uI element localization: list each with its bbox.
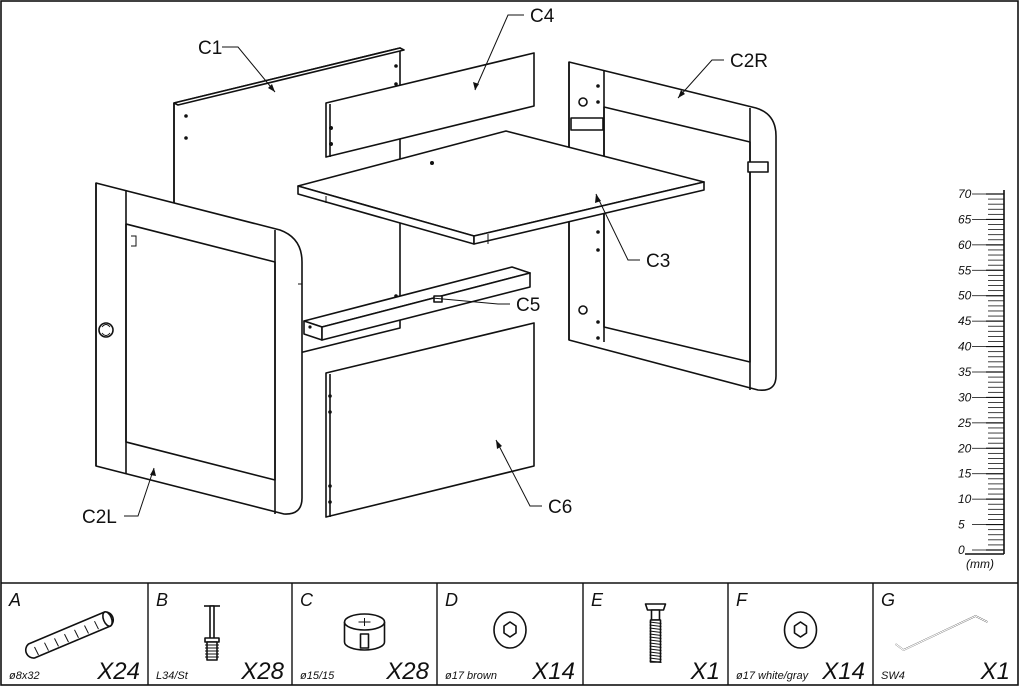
hardware-letter: C: [300, 590, 314, 610]
cover-cap-icon: [493, 611, 527, 649]
hardware-spec: ø17 brown: [445, 670, 497, 682]
ruler-tick-label: 5: [958, 518, 965, 532]
hardware-letter: D: [445, 590, 458, 610]
hardware-quantity: X14: [531, 658, 575, 685]
ruler-tick-label: 60: [958, 238, 972, 252]
ruler-unit: (mm): [966, 557, 994, 571]
hardware-spec: ø15/15: [300, 670, 335, 682]
hardware-letter: A: [8, 590, 21, 610]
hardware-quantity: X1: [980, 658, 1010, 685]
hardware-letter: G: [881, 590, 895, 610]
hardware-spec: ø17 white/gray: [736, 670, 810, 682]
ruler-tick-label: 30: [958, 390, 972, 404]
label-c2r: C2R: [730, 51, 768, 72]
panel-c5: [303, 266, 531, 341]
cam-lock-symbol-icon: [98, 322, 114, 338]
hardware-letter: B: [156, 590, 168, 610]
hardware-quantity: X28: [385, 658, 429, 685]
label-c4: C4: [530, 6, 555, 27]
ruler-minor-ticks: [986, 193, 1004, 551]
ruler-tick-label: 70: [958, 187, 972, 201]
ruler-tick-label: 35: [958, 365, 972, 379]
hardware-quantity: X1: [690, 658, 720, 685]
panel-c3: [297, 130, 705, 245]
label-c5: C5: [516, 295, 540, 316]
cam-lock-icon: [343, 613, 386, 651]
dowel-icon: [24, 611, 115, 659]
label-c1: C1: [198, 38, 222, 59]
label-c3: C3: [646, 251, 670, 272]
ruler-tick-label: 65: [958, 212, 972, 226]
label-c6: C6: [548, 497, 572, 518]
label-c2l: C2L: [82, 507, 117, 528]
part-callouts: C1 C4 C2R C3 C5 C2L C6: [82, 6, 768, 528]
ruler-tick-label: 45: [958, 314, 972, 328]
ruler-tick-label: 25: [957, 416, 972, 430]
hardware-quantity: X28: [240, 658, 284, 685]
panel-c6: [325, 322, 535, 518]
hardware-item-e: E X1: [582, 583, 720, 685]
hardware-letter: F: [736, 590, 748, 610]
cover-cap-icon: [783, 611, 818, 649]
ruler-tick-label: 40: [958, 340, 972, 354]
hardware-quantity: X24: [96, 658, 140, 685]
connector-screw-icon: [644, 603, 667, 663]
ruler-tick-label: 55: [958, 263, 972, 277]
hardware-item-g: G SW4 X1: [872, 583, 1010, 685]
ruler-tick-label: 10: [958, 492, 972, 506]
cam-bolt-icon: [204, 605, 220, 661]
hardware-quantity: X14: [821, 658, 865, 685]
ruler-tick-label: 0: [958, 543, 965, 557]
hex-key-icon: [895, 615, 988, 651]
hardware-spec: SW4: [881, 670, 905, 682]
ruler-tick-label: 20: [957, 441, 972, 455]
hardware-letter: E: [591, 590, 604, 610]
panel-c4: [325, 52, 535, 158]
hardware-spec: L34/St: [156, 670, 189, 682]
ruler-tick-label: 15: [958, 467, 972, 481]
ruler-tick-label: 50: [958, 289, 972, 303]
panel-c2l: [95, 182, 303, 515]
panel-c2r: [568, 61, 777, 392]
hardware-item-b: B L34/St X28: [147, 583, 285, 685]
hardware-spec: ø8x32: [9, 670, 40, 682]
